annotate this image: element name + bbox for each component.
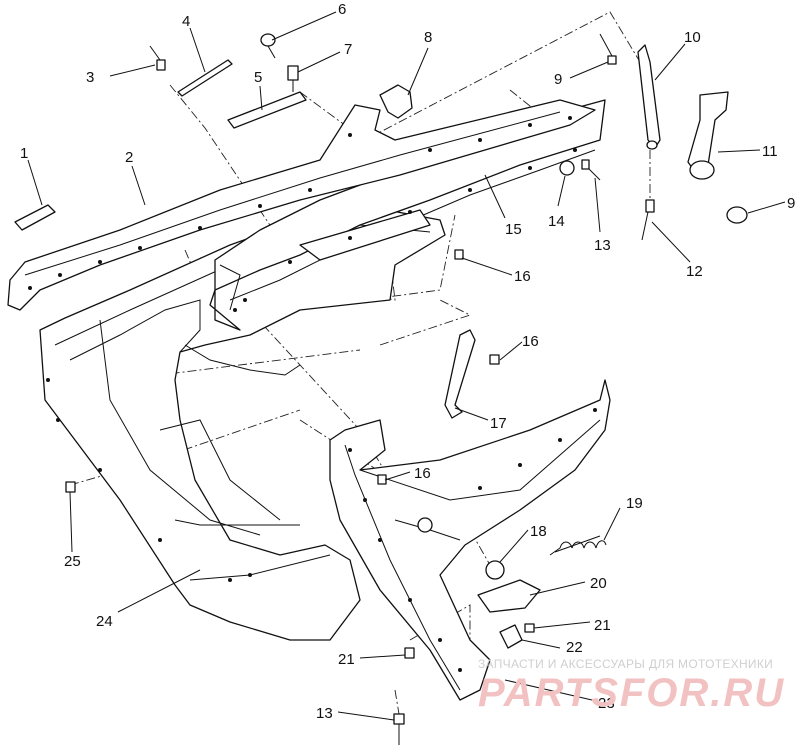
callout-16a: 16: [514, 268, 531, 285]
upper-support-rail: [7, 99, 596, 311]
callout-labels: 1 2 3 4 5 6 7 8 9 10 11 9 12 13 14 15 16…: [20, 1, 795, 722]
callout-17: 17: [490, 415, 507, 432]
callout-3: 3: [86, 69, 94, 86]
ball-18: [485, 560, 505, 580]
rivet-holes: [28, 116, 597, 672]
callout-8: 8: [424, 29, 432, 46]
callout-11: 11: [762, 143, 778, 160]
cross-brace: [299, 209, 431, 261]
callout-16b: 16: [522, 333, 539, 350]
plate-20: [477, 579, 541, 613]
callout-24: 24: [96, 613, 113, 630]
screw-16-b: [489, 354, 500, 365]
callout-15: 15: [505, 221, 522, 238]
callout-21a: 21: [594, 617, 611, 634]
stud-7: [287, 65, 299, 81]
callout-4: 4: [182, 13, 190, 30]
callout-9b: 9: [787, 195, 795, 212]
screw-21-a: [524, 623, 535, 633]
screw-16-c: [377, 474, 387, 485]
callout-20: 20: [590, 575, 607, 592]
latch-8: [379, 84, 413, 119]
callout-10: 10: [684, 29, 701, 46]
screw-16-a: [454, 249, 464, 260]
screw-25: [65, 481, 76, 493]
callout-12: 12: [686, 263, 703, 280]
leader-lines: [27, 11, 786, 721]
grommet-14: [559, 160, 575, 176]
callout-16c: 16: [414, 465, 431, 482]
callout-14: 14: [548, 213, 565, 230]
callout-23: 23: [598, 695, 615, 712]
pin-12: [645, 199, 655, 213]
bolt-4: [177, 59, 233, 97]
screw-21-b: [404, 647, 415, 659]
hinge-1: [14, 204, 56, 231]
clip-22: [499, 624, 523, 649]
callout-7: 7: [344, 41, 352, 58]
cap-9: [726, 206, 748, 224]
bolt-13: [393, 713, 405, 725]
bracket-17: [444, 329, 476, 419]
strap-bracket-10: [637, 44, 661, 149]
watermark-caption: ЗАПЧАСТИ И АКСЕССУАРЫ ДЛЯ МОТОТЕХНИКИ: [478, 657, 773, 671]
watermark-brand: PARTSFOR.RU: [478, 671, 785, 715]
callout-19: 19: [626, 495, 643, 512]
callout-2: 2: [125, 149, 133, 166]
callout-13a: 13: [594, 237, 611, 254]
callout-13b: 13: [316, 705, 333, 722]
callout-22: 22: [566, 639, 583, 656]
lever-11: [687, 91, 729, 173]
spring-19: [549, 540, 607, 556]
rivet-3: [156, 59, 166, 71]
callout-18: 18: [530, 523, 547, 540]
callout-1: 1: [20, 145, 28, 162]
callout-9a: 9: [554, 71, 562, 88]
callout-21b: 21: [338, 651, 355, 668]
callout-6: 6: [338, 1, 346, 18]
front-lower-shroud: [329, 379, 611, 701]
watermark: ЗАПЧАСТИ И АКСЕССУАРЫ ДЛЯ МОТОТЕХНИКИ PA…: [478, 657, 785, 715]
strip-5: [227, 91, 307, 129]
callout-25: 25: [64, 553, 81, 570]
callout-5: 5: [254, 69, 262, 86]
